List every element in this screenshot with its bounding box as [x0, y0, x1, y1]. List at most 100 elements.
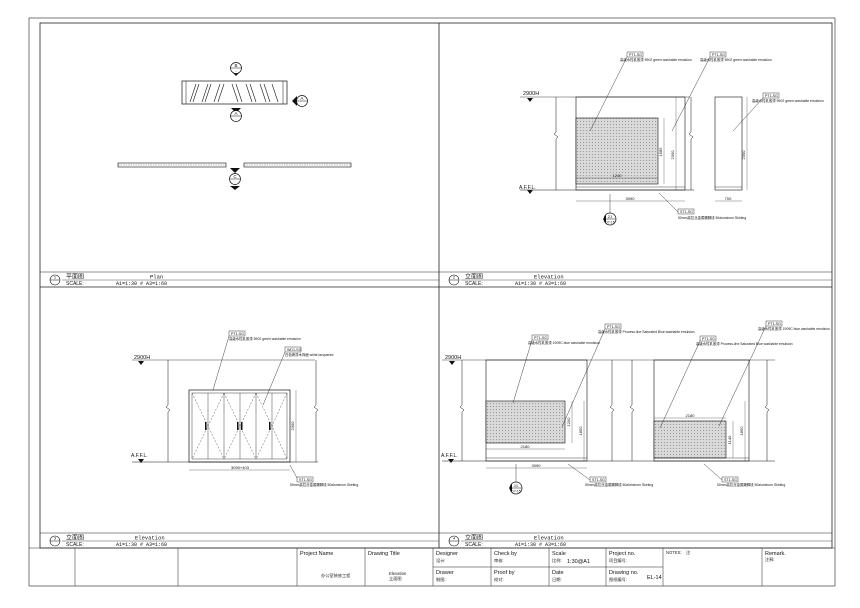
svg-text:A: A	[300, 96, 303, 101]
svg-text:PT1-SG: PT1-SG	[231, 332, 244, 336]
dim-total-h: 2300	[670, 150, 675, 160]
drawing-title-label: Drawing Title	[368, 551, 400, 557]
level-mark: 2900H	[523, 91, 539, 97]
svg-text:2180: 2180	[521, 444, 531, 449]
blue-panel-a	[485, 400, 566, 444]
folding-door-frame	[188, 389, 291, 463]
scale-value: A1=1:30 # A3=1:60	[515, 542, 566, 548]
view-title-cn: 立面图	[465, 273, 483, 281]
view-title-cn: 平面图	[66, 274, 84, 281]
view-number: 2	[453, 275, 456, 280]
check-label: Check by	[494, 551, 517, 557]
blue-panel-b	[653, 420, 727, 459]
plan-door-leaves	[189, 83, 279, 103]
drawing-title-en: Elevation	[389, 571, 407, 576]
scale-cn: 比例:	[552, 557, 562, 564]
project-no-cn: 项目编号:	[609, 557, 627, 564]
scale-label: SCALE:	[465, 542, 483, 548]
notes-label: NOTES:	[666, 550, 682, 555]
scale-value: A1=1:30 # A3=1:60	[116, 542, 167, 548]
svg-text:-: -	[301, 103, 303, 107]
dim-panel-h: 1585	[658, 147, 663, 157]
svg-text:高级水性乳胶漆 Process-line Saturated: 高级水性乳胶漆 Process-line Saturated Blue wash…	[598, 329, 695, 334]
view-number: 3	[54, 536, 57, 541]
scale-label: SCALE:	[465, 281, 483, 287]
svg-text:D7-15: D7-15	[511, 490, 520, 494]
project-name: 办公室装修工程	[321, 572, 351, 579]
view-title-en: Plan	[150, 274, 163, 281]
drawer-label: Drawer	[436, 570, 454, 576]
callout-code: PT1-SG	[712, 53, 725, 57]
side-section	[714, 96, 743, 191]
view-title-en: Elevation	[534, 274, 564, 281]
svg-text:高级水性乳胶漆 1909C blue washable em: 高级水性乳胶漆 1909C blue washable emulsion	[758, 326, 830, 331]
plan-partition	[181, 80, 288, 105]
floor-mark: A.F.F.L.	[131, 453, 148, 459]
date-cn: 日期:	[552, 577, 562, 583]
view-title-cn: 立面图	[66, 534, 84, 542]
proof-label: Proof by	[494, 570, 515, 576]
svg-text:PT1-SG: PT1-SG	[534, 336, 547, 340]
drawing-no-cn: 图纸编号:	[609, 576, 627, 583]
section-marker-c: C -	[229, 168, 241, 190]
callout-desc: 高级水性乳胶漆 5902 green washable emulsion	[700, 57, 772, 62]
section-marker-side: A -	[292, 95, 308, 107]
svg-text:11: 11	[514, 483, 519, 488]
section-marker-a: A -	[230, 108, 242, 122]
svg-text:1200: 1200	[566, 417, 571, 427]
drawing-no: EL-14	[647, 575, 662, 581]
svg-text:2180: 2180	[686, 413, 696, 418]
remark-cn: 注释:	[765, 556, 775, 563]
project-no-label: Project no.	[609, 551, 636, 557]
section-bubble: 21 D7-15	[603, 194, 617, 226]
svg-text:PT1-SG: PT1-SG	[768, 322, 781, 326]
svg-text:1850: 1850	[578, 426, 583, 436]
view-title-cn: 立面图	[465, 534, 483, 542]
callout-code: PT1-SG	[765, 94, 778, 98]
svg-text:D7-15: D7-15	[605, 221, 614, 225]
svg-text:ST1-SG: ST1-SG	[592, 478, 605, 482]
view-title-en: Elevation	[534, 535, 564, 542]
callout-desc: 高级水性乳胶漆 5902 green washable emulsion	[620, 57, 692, 62]
date-label: Date	[552, 570, 564, 576]
svg-text:PT1-SG: PT1-SG	[607, 325, 620, 329]
scale-label: SCALE:	[66, 542, 84, 548]
svg-text:ST1-SG: ST1-SG	[299, 478, 312, 482]
svg-text:-: -	[234, 181, 236, 185]
svg-text:白色烤漆木饰面 white lacquered: 白色烤漆木饰面 white lacquered	[285, 352, 334, 357]
project-name-label: Project Name	[300, 551, 333, 557]
svg-text:高级水性乳胶漆 5902 green washable em: 高级水性乳胶漆 5902 green washable emulsion	[229, 336, 301, 341]
dim-height: 2300	[290, 421, 295, 431]
svg-text:50mm高拉丝金属踢脚线 50aluminum Skirti: 50mm高拉丝金属踢脚线 50aluminum Skirting	[585, 482, 653, 487]
level-arrow	[527, 98, 533, 102]
scale-value: A1=1:30 # A3=1:60	[116, 281, 167, 287]
svg-text:50mm高拉丝金属踢脚线 50aluminum Skirti: 50mm高拉丝金属踢脚线 50aluminum Skirting	[717, 482, 785, 487]
outer-border	[28, 17, 836, 587]
svg-text:1850: 1850	[739, 426, 744, 436]
view-title-elev1: 2 立面图 Elevation SCALE: A1=1:30 # A3=1:60	[439, 271, 832, 287]
view-title-plan: 1 平面图 Plan SCALE: A1=1:30 # A3=1:60	[40, 271, 439, 287]
svg-text:ST1-SG: ST1-SG	[724, 478, 737, 482]
svg-text:B: B	[234, 63, 237, 68]
designer-label: Designer	[436, 551, 458, 557]
door-handles	[205, 422, 271, 430]
scale-label: SCALE:	[66, 281, 84, 287]
svg-text:PT1-SG: PT1-SG	[702, 337, 715, 341]
dim-panel-w: 1240	[613, 173, 623, 178]
scale-value: 1:30@A1	[567, 559, 590, 565]
title-block: Project Name 办公室装修工程 Drawing Title Eleva…	[29, 547, 835, 586]
wall-b	[653, 359, 750, 462]
dim-base-w: 3090	[626, 196, 636, 201]
proof-cn: 校对:	[494, 576, 504, 583]
drawer-cn: 制图:	[436, 576, 446, 583]
svg-text:-: -	[235, 70, 237, 74]
dim-side-w: 700	[725, 196, 732, 201]
level-mark: 2900H	[445, 355, 461, 361]
callout-code: PT1-SG	[629, 53, 642, 57]
green-panel	[575, 117, 659, 185]
view-number: 1	[54, 275, 57, 280]
floor-mark: A.F.F.L.	[441, 453, 458, 459]
view-title-en: Elevation	[135, 535, 165, 542]
